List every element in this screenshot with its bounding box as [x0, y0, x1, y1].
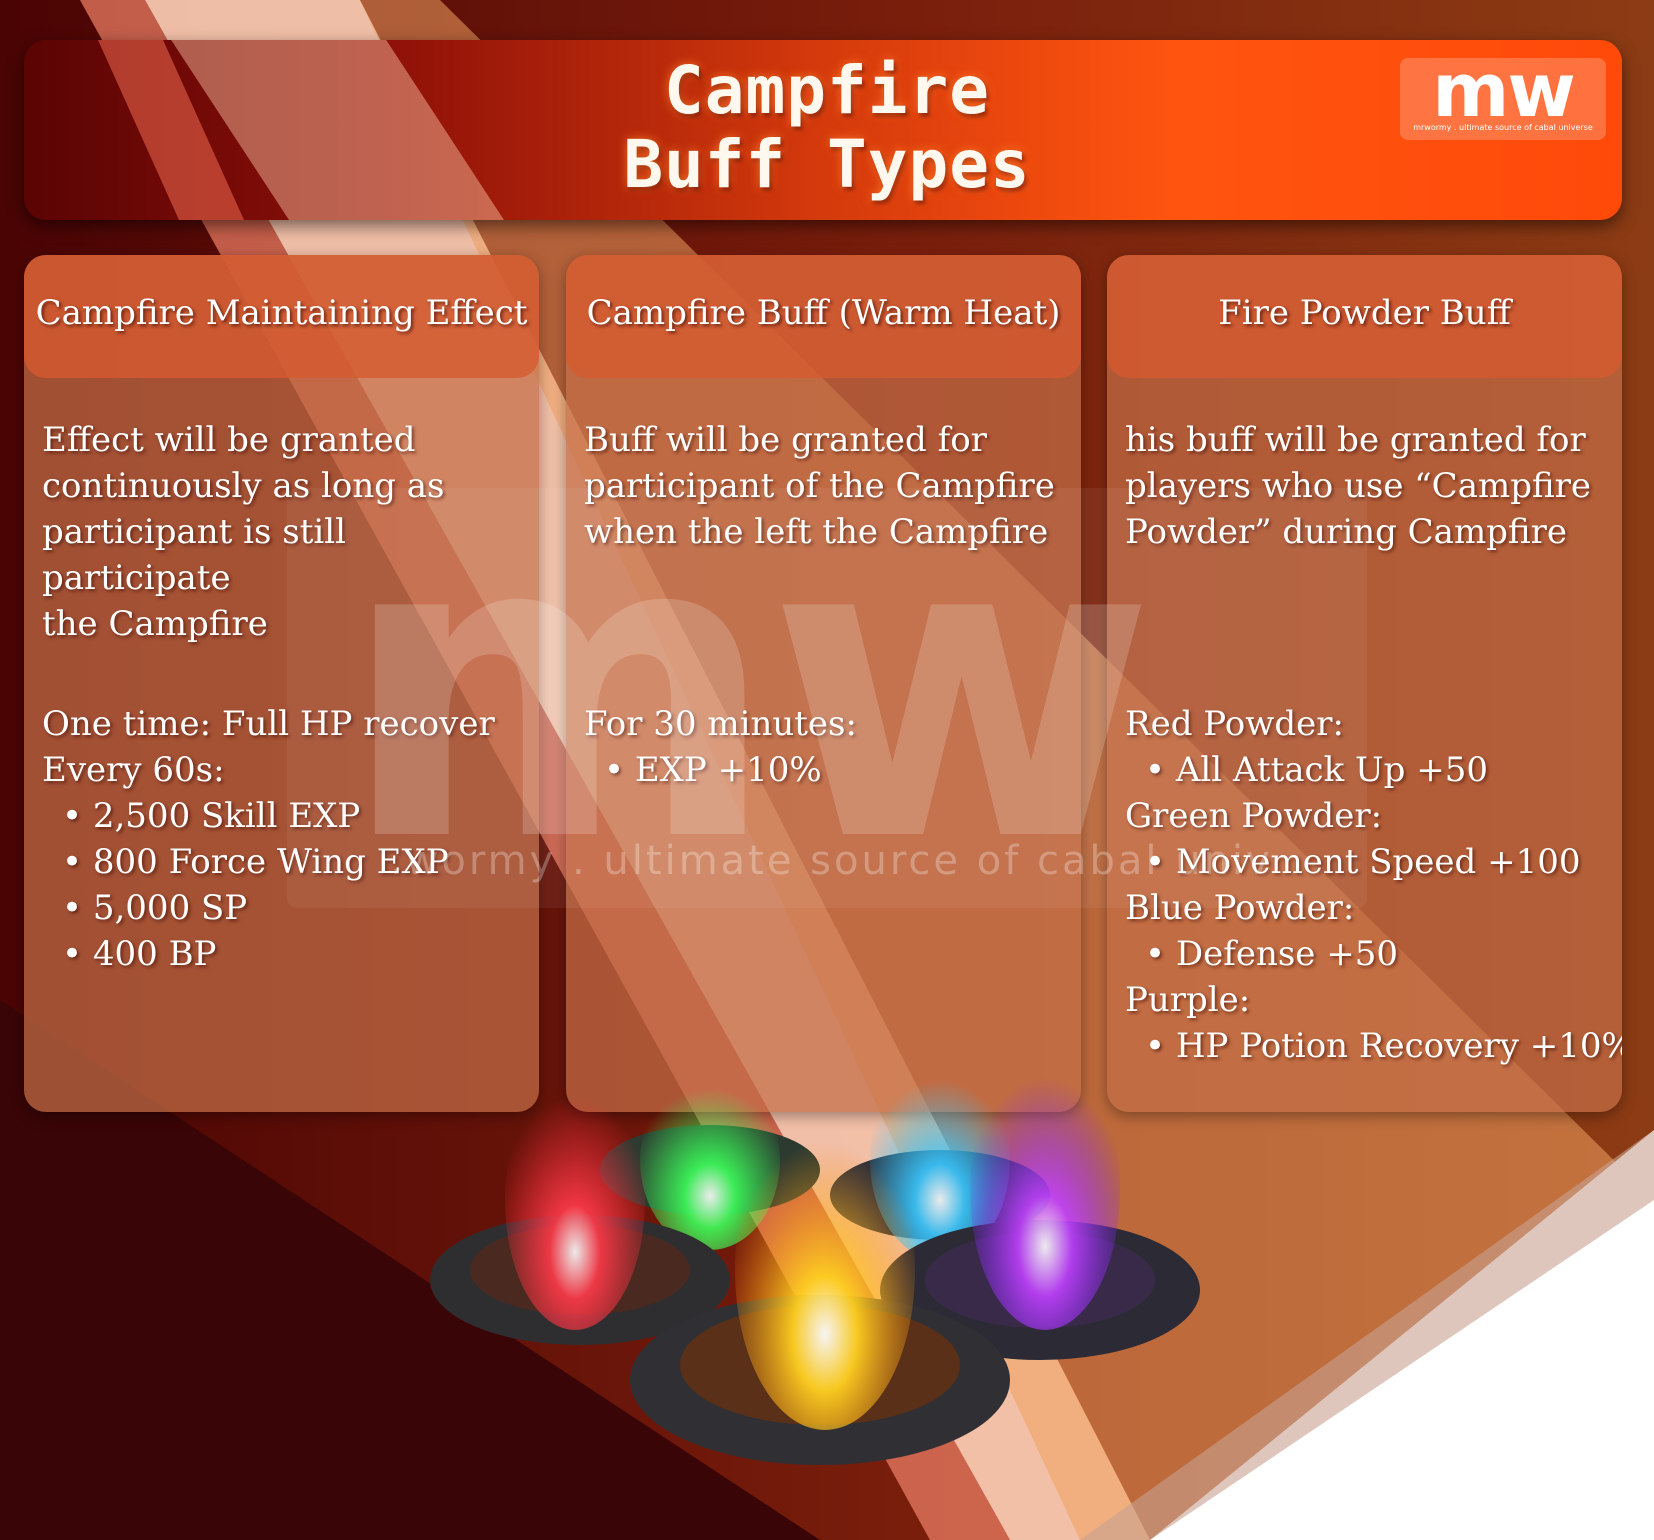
watermark-backdrop: [287, 488, 1367, 908]
panel-description: his buff will be granted for players who…: [1125, 417, 1615, 555]
description-line: the Campfire: [42, 604, 268, 644]
page-title-line1: Campfire: [664, 52, 990, 129]
panel-description: Effect will be granted continuously as l…: [42, 417, 532, 647]
panel-campfire-buff-warm-heat: Campfire Buff (Warm Heat) Buff will be g…: [566, 255, 1081, 1112]
panel-header: Campfire Buff (Warm Heat): [566, 255, 1081, 378]
effect-line: Green Powder:: [1125, 796, 1383, 836]
description-line: players who use “Campfire: [1125, 466, 1592, 506]
description-line: continuously as long as: [42, 466, 445, 506]
effect-bullet: • All Attack Up +50: [1145, 750, 1488, 790]
effect-bullet: • 2,500 Skill EXP: [62, 796, 361, 836]
header-streak: [98, 40, 504, 220]
description-line: participant of the Campfire: [584, 466, 1055, 506]
watermark-logo: mw: [340, 445, 1156, 934]
effect-line: One time: Full HP recover: [42, 704, 495, 744]
header-banner: [24, 40, 1622, 220]
panel-title: Campfire Buff (Warm Heat): [586, 293, 1061, 333]
campfires-illustration: [430, 1050, 1200, 1465]
red-campfire: [430, 1070, 730, 1345]
effect-bullet: • HP Potion Recovery +10%: [1145, 1026, 1622, 1066]
logo-tagline: mrwormy . ultimate source of cabal unive…: [1413, 123, 1593, 132]
panel-effects-list: For 30 minutes: • EXP +10%: [584, 701, 1074, 793]
effect-line: Blue Powder:: [1125, 888, 1355, 928]
mw-logo: mw mrwormy . ultimate source of cabal un…: [1400, 50, 1606, 140]
effect-bullet: • EXP +10%: [604, 750, 822, 790]
effect-bullet: • 400 BP: [62, 934, 217, 974]
logo-mark: mw: [1432, 48, 1575, 134]
watermark-tagline: .wormy . ultimate source of cabal univ: [390, 838, 1273, 884]
yellow-campfire: [630, 1110, 1010, 1465]
panel-title: Fire Powder Buff: [1218, 293, 1511, 333]
description-line: Powder” during Campfire: [1125, 512, 1567, 552]
effect-bullet: • 5,000 SP: [62, 888, 248, 928]
panel-fire-powder-buff: Fire Powder Buff his buff will be grante…: [1107, 255, 1622, 1112]
purple-campfire: [880, 1050, 1200, 1360]
description-line: when the left the Campfire: [584, 512, 1049, 552]
effect-bullet: • Defense +50: [1145, 934, 1398, 974]
effect-bullet: • 800 Force Wing EXP: [62, 842, 449, 882]
panel-header: Fire Powder Buff: [1107, 255, 1622, 378]
panel-description: Buff will be granted for participant of …: [584, 417, 1074, 555]
effect-line: Red Powder:: [1125, 704, 1344, 744]
description-line: Effect will be granted: [42, 420, 416, 460]
panel-effects-list: Red Powder: • All Attack Up +50 Green Po…: [1125, 701, 1622, 1069]
panel-campfire-maintaining-effect: Campfire Maintaining Effect Effect will …: [24, 255, 539, 1112]
panel-title: Campfire Maintaining Effect: [35, 293, 528, 333]
effect-line: For 30 minutes:: [584, 704, 857, 744]
panel-header: Campfire Maintaining Effect: [24, 255, 539, 378]
effect-line: Purple:: [1125, 980, 1251, 1020]
description-line: Buff will be granted for: [584, 420, 987, 460]
panel-effects-list: One time: Full HP recover Every 60s: • 2…: [42, 701, 532, 977]
description-line: participant is still participate: [42, 512, 347, 598]
effect-line: Every 60s:: [42, 750, 225, 790]
effect-bullet: • Movement Speed +100: [1145, 842, 1581, 882]
description-line: his buff will be granted for: [1125, 420, 1586, 460]
page-title-line2: Buff Types: [623, 126, 1031, 203]
